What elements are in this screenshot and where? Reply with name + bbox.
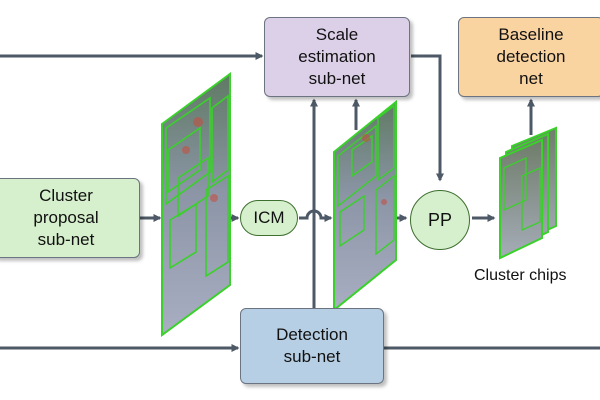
connectors — [0, 52, 600, 352]
detection-line-1: Detection — [276, 325, 348, 344]
detection-subnet-box: Detection sub-net — [240, 308, 384, 384]
input-image — [161, 72, 231, 337]
scale-estimation-to-pp-arrow — [411, 54, 444, 182]
cluster-proposal-line-3: sub-net — [37, 230, 95, 249]
scale-estimation-subnet-box: Scale estimation sub-net — [264, 17, 410, 97]
baseline-detection-net-box: Baseline detection net — [458, 17, 600, 97]
cluster-chips — [499, 126, 557, 260]
baseline-detection-line-3: net — [519, 69, 543, 88]
cluster-proposal-subnet-box: Cluster proposal sub-net — [0, 178, 140, 258]
scale-estimation-line-3: sub-net — [308, 69, 366, 88]
baseline-detection-line-1: Baseline — [498, 25, 564, 44]
baseline-detection-line-2: detection — [496, 47, 566, 66]
cluster-proposal-line-2: proposal — [33, 208, 99, 227]
scale-estimation-line-1: Scale — [315, 25, 359, 44]
pp-node: PP — [410, 190, 470, 250]
cluster-chips-caption: Cluster chips — [474, 267, 567, 284]
detection-image — [333, 99, 397, 313]
detection-line-2: sub-net — [283, 347, 341, 366]
icm-node: ICM — [240, 200, 298, 236]
pp-label: PP — [427, 209, 452, 230]
cluster-proposal-line-1: Cluster — [39, 186, 93, 205]
scale-estimation-line-2: estimation — [298, 47, 376, 66]
icm-label: ICM — [253, 208, 285, 227]
